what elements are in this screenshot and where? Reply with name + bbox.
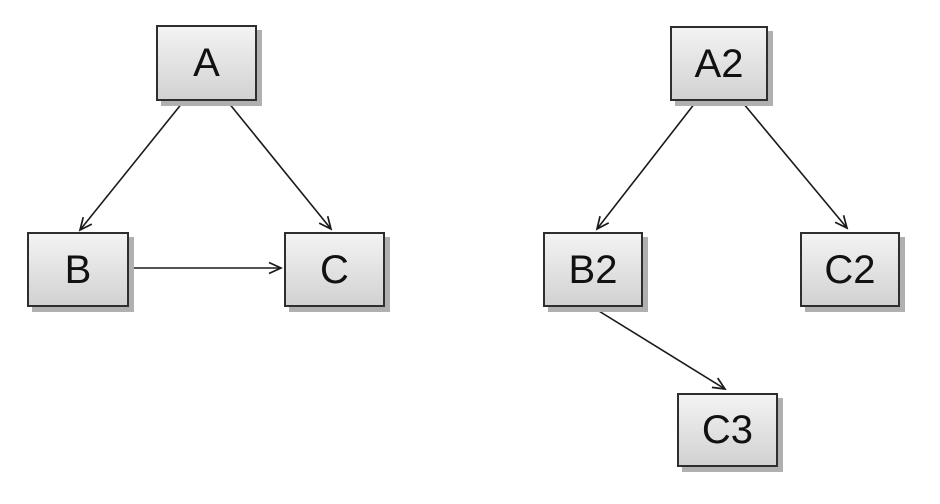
node-A2[interactable]: A2 <box>670 26 768 101</box>
node-label-B2: B2 <box>568 247 618 292</box>
edge-A-to-C <box>227 101 331 229</box>
node-label-B: B <box>64 247 92 292</box>
edge-A-to-B <box>80 101 184 230</box>
node-C2[interactable]: C2 <box>800 232 900 307</box>
edge-A2-to-B2 <box>597 102 696 229</box>
node-B2[interactable]: B2 <box>543 232 643 307</box>
node-label-C3: C3 <box>701 408 754 452</box>
edge-B2-to-C3 <box>593 307 725 389</box>
node-A[interactable]: A <box>156 25 257 101</box>
node-label-A: A <box>193 41 220 85</box>
edge-A2-to-C2 <box>742 102 847 228</box>
node-label-A2: A2 <box>694 41 744 86</box>
node-C3[interactable]: C3 <box>677 393 778 467</box>
node-label-C2: C2 <box>824 247 876 292</box>
edges-group <box>80 101 847 389</box>
node-label-C: C <box>320 247 349 292</box>
node-C[interactable]: C <box>284 232 385 307</box>
node-B[interactable]: B <box>27 232 129 307</box>
